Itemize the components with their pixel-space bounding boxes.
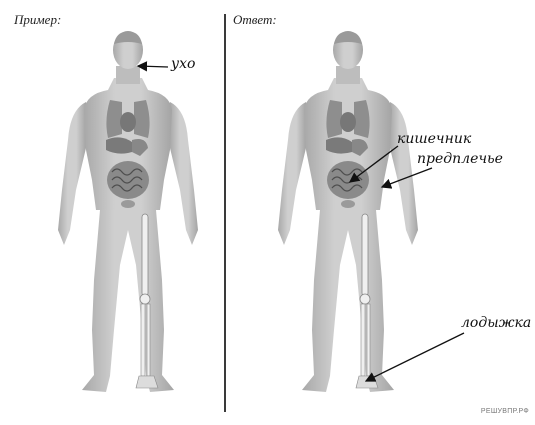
label-ear: ухо — [171, 56, 196, 72]
label-ankle: лодыжка — [461, 315, 532, 331]
label-intestine: кишечник — [397, 131, 472, 147]
arrow-intestine — [348, 145, 399, 183]
arrow-forearm — [380, 167, 433, 189]
arrow-ankle — [364, 332, 465, 382]
arrow-ear — [136, 61, 169, 72]
answer-heading: Ответ: — [233, 12, 277, 27]
panel-divider — [224, 14, 226, 412]
watermark: РЕШУВПР.РФ — [480, 408, 529, 415]
example-heading: Пример: — [14, 12, 62, 27]
label-forearm: предплечье — [417, 151, 503, 167]
